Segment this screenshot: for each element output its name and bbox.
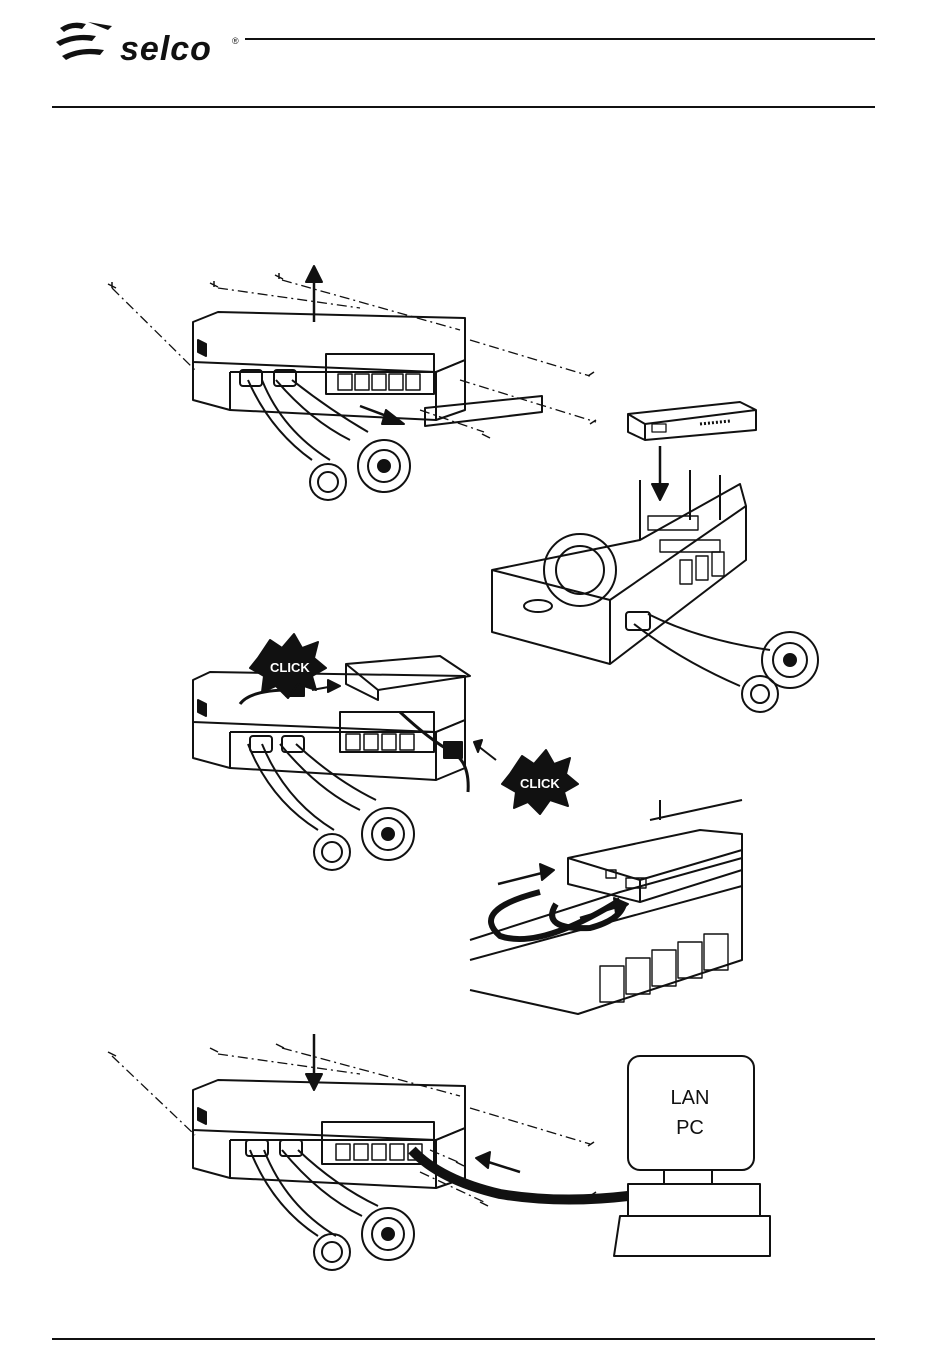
unit-close-and-connect [108, 1034, 628, 1270]
cable-connection [193, 656, 496, 870]
lan-cable-closeup [470, 800, 742, 1014]
monitor-label-lan: LAN [671, 1087, 710, 1109]
pc-monitor-icon [614, 1056, 770, 1256]
unit-cover-removal [108, 266, 596, 500]
click-label-2: CLICK [520, 776, 560, 791]
monitor-label-pc: PC [676, 1117, 704, 1139]
click-label-1: CLICK [270, 660, 310, 675]
interface-module-install [492, 402, 818, 712]
